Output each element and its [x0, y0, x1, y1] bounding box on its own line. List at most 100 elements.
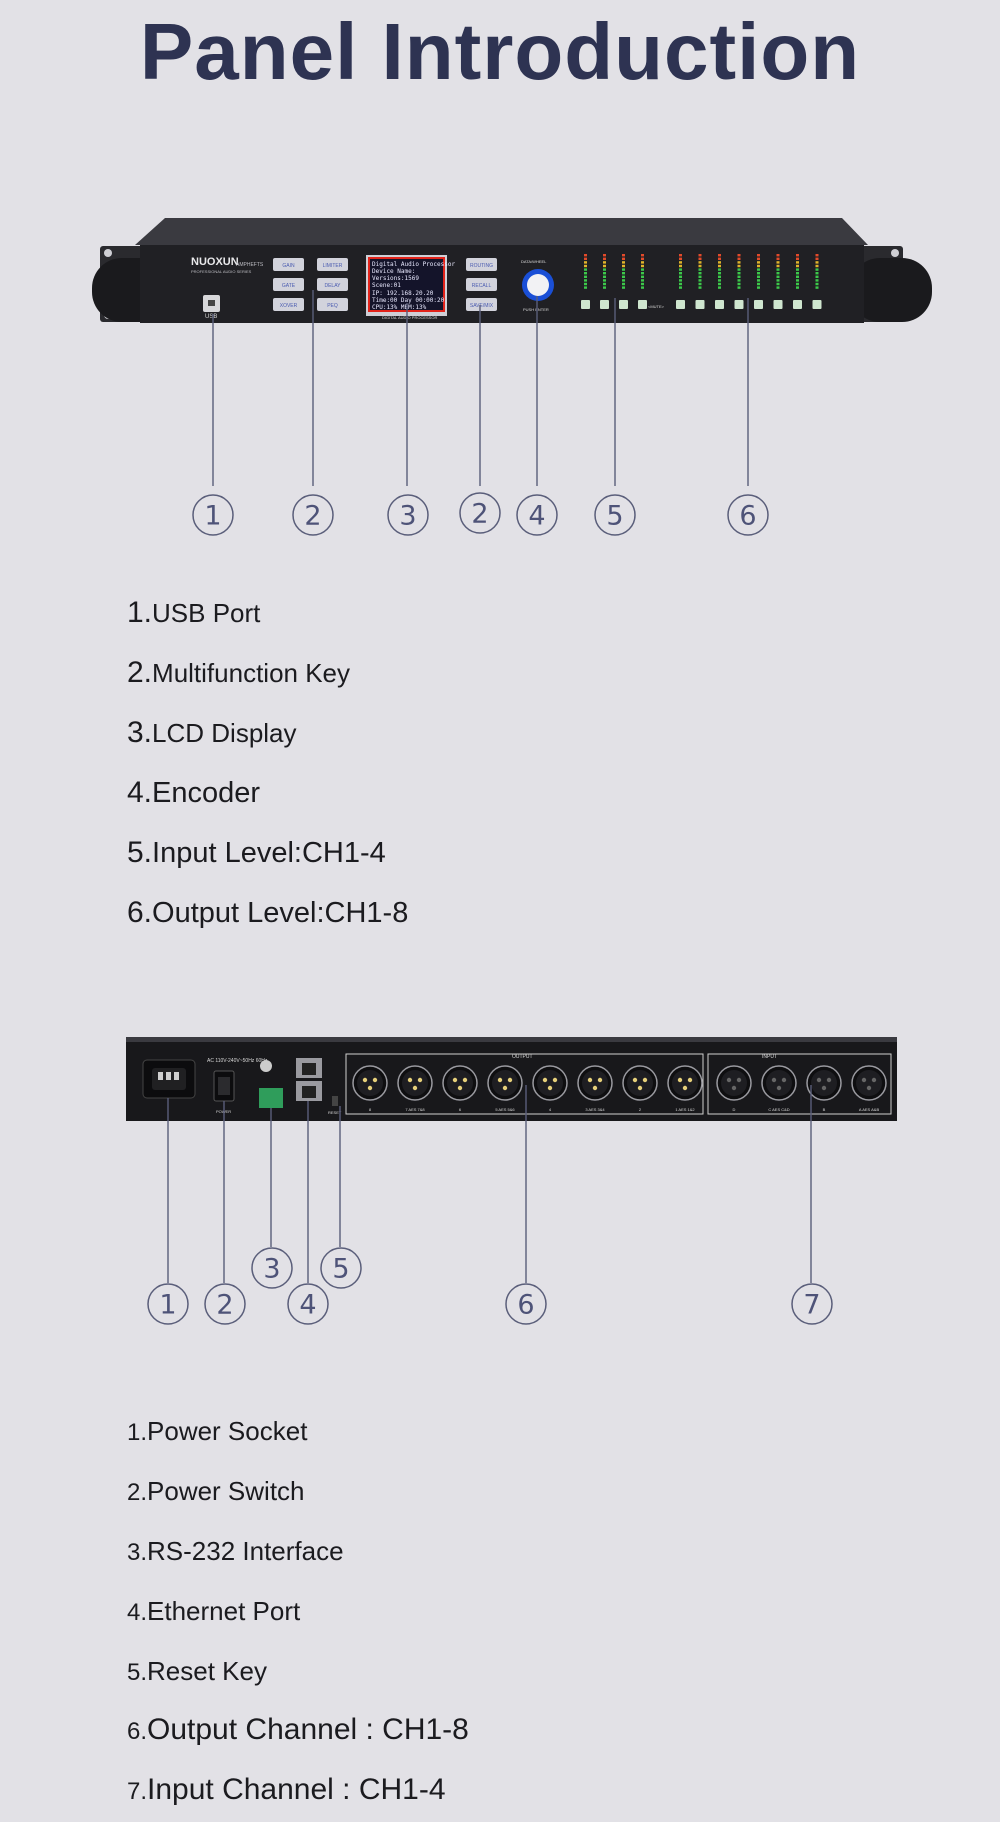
front-callout-2: 2	[304, 501, 321, 532]
meter-led	[776, 279, 780, 282]
key-label: GAIN	[282, 263, 295, 269]
meter-led	[641, 254, 644, 257]
page-title: Panel Introduction	[139, 7, 861, 96]
encoder-knob[interactable]	[527, 274, 549, 296]
key-savemix[interactable]	[466, 298, 497, 311]
meter-led	[737, 257, 741, 260]
key-gate[interactable]	[273, 278, 304, 291]
meter-led	[584, 268, 587, 271]
list-item: 3.LCD Display	[127, 716, 297, 749]
svg-text:<MUTE>: <MUTE>	[648, 304, 665, 309]
mute-button[interactable]	[715, 300, 724, 309]
key-recall[interactable]	[466, 278, 497, 291]
meter-led	[796, 275, 799, 278]
brand-logo: NUOXUN	[191, 256, 239, 268]
svg-text:DATA/WHEEL: DATA/WHEEL	[521, 259, 547, 264]
rear-callout-6: 6	[517, 1290, 534, 1321]
meter-led	[737, 261, 741, 264]
meter-led	[776, 282, 780, 286]
meter-led	[815, 272, 819, 275]
mute-button[interactable]	[638, 300, 647, 309]
mute-button[interactable]	[581, 300, 590, 309]
svg-text:AMPHEFTS: AMPHEFTS	[236, 262, 264, 268]
meter-led	[622, 275, 625, 278]
list-item: 4.Encoder	[127, 776, 261, 809]
meter-led	[815, 268, 819, 271]
mute-button[interactable]	[812, 300, 822, 309]
reset-key[interactable]	[332, 1096, 338, 1106]
meter-led	[679, 275, 682, 278]
meter-led	[718, 275, 721, 278]
front-callout-3: 3	[399, 501, 416, 532]
input-channel-label: B	[823, 1107, 826, 1112]
front-callout-5: 5	[606, 501, 623, 532]
list-item: 1.USB Port	[127, 596, 261, 629]
meter-led	[776, 286, 780, 289]
meter-led	[737, 286, 741, 289]
front-face	[140, 245, 864, 323]
meter-led	[603, 275, 606, 278]
mute-button[interactable]	[754, 300, 763, 309]
meter-led	[757, 254, 760, 257]
mute-button[interactable]	[676, 300, 685, 309]
key-label: SAVE/MIX	[470, 303, 494, 309]
meter-led	[718, 264, 721, 268]
meter-led	[641, 279, 644, 282]
key-delay[interactable]	[317, 278, 348, 291]
meter-led	[603, 268, 606, 271]
mute-button[interactable]	[619, 300, 628, 309]
meter-led	[718, 254, 721, 257]
mute-button[interactable]	[793, 300, 802, 309]
svg-text:USB: USB	[205, 314, 217, 320]
meter-led	[603, 272, 606, 275]
key-peq[interactable]	[317, 298, 348, 311]
meter-led	[698, 286, 702, 289]
meter-led	[679, 264, 682, 268]
svg-text:INPUT: INPUT	[762, 1054, 777, 1060]
meter-led	[603, 264, 606, 268]
meter-led	[622, 279, 625, 282]
meter-led	[698, 275, 702, 278]
meter-led	[584, 254, 587, 257]
key-gain[interactable]	[273, 258, 304, 271]
input-channel-label: D	[733, 1107, 736, 1112]
meter-led	[641, 261, 644, 264]
meter-led	[698, 261, 702, 264]
key-label: LIMITER	[323, 263, 343, 269]
output-channel-label: 2	[639, 1107, 642, 1112]
list-item: 2.Power Switch	[127, 1476, 305, 1506]
lcd-line: Device Name:	[372, 268, 415, 275]
mute-button[interactable]	[773, 300, 783, 309]
rs232-terminal[interactable]	[259, 1088, 283, 1108]
list-item: 6.Output Channel : CH1-8	[127, 1713, 469, 1746]
lcd-display	[370, 259, 443, 310]
meter-led	[679, 261, 682, 264]
meter-led	[698, 257, 702, 260]
meter-led	[796, 254, 799, 257]
meter-led	[698, 264, 702, 268]
mute-button[interactable]	[600, 300, 609, 309]
mute-button[interactable]	[695, 300, 705, 309]
key-label: GATE	[282, 283, 296, 289]
rear-callout-5: 5	[332, 1254, 349, 1285]
meter-led	[641, 264, 644, 268]
meter-led	[776, 272, 780, 275]
rear-panel-diagram: AC 110V-240V~50Hz 60Hz POWER RESET OUTPU…	[126, 1037, 897, 1325]
meter-led	[776, 257, 780, 260]
svg-text:PROFESSIONAL AUDIO SERIES: PROFESSIONAL AUDIO SERIES	[191, 269, 252, 274]
meter-led	[796, 279, 799, 282]
svg-text:RESET: RESET	[328, 1110, 342, 1115]
meter-led	[737, 272, 741, 275]
meter-led	[737, 282, 741, 286]
key-xover[interactable]	[273, 298, 304, 311]
key-limiter[interactable]	[317, 258, 348, 271]
meter-led	[584, 282, 587, 286]
lcd-line: CPU:13% MEM:13%	[372, 304, 427, 311]
key-routing[interactable]	[466, 258, 497, 271]
output-channel-label: 1 AES 1&2	[675, 1107, 695, 1112]
key-label: RECALL	[472, 283, 492, 289]
mute-button[interactable]	[734, 300, 744, 309]
front-callout-6: 6	[739, 501, 756, 532]
meter-led	[776, 261, 780, 264]
